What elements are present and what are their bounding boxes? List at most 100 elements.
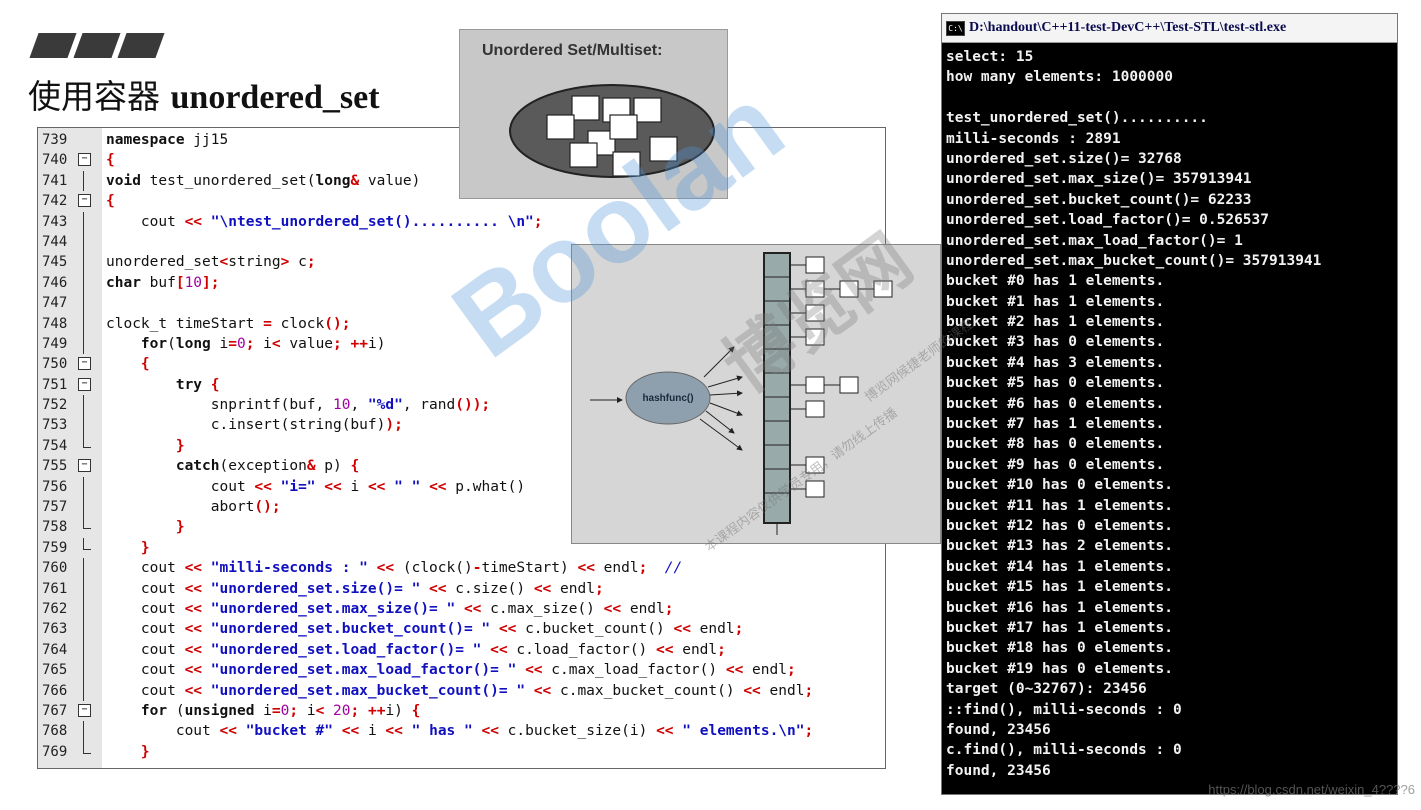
code-text: cout << "unordered_set.max_size()= " << …: [106, 600, 674, 617]
set-ellipse-graphic: [509, 84, 715, 178]
fold-end-marker: [83, 741, 91, 754]
code-line: 753 c.insert(string(buf));: [38, 415, 885, 436]
fold-guide: [83, 578, 84, 599]
hashtable-graphic: hashfunc(): [590, 252, 893, 535]
console-line: bucket #14 has 1 elements.: [946, 558, 1173, 575]
fold-guide: [83, 639, 84, 661]
fold-guide: [83, 619, 84, 640]
console-line: bucket #8 has 0 elements.: [946, 436, 1165, 453]
line-number: 758: [42, 519, 68, 536]
line-number: 756: [42, 478, 68, 495]
code-text: for(long i=0; i< value; ++i): [140, 335, 386, 352]
console-line: unordered_set.size()= 32768: [946, 150, 1182, 167]
line-number: 766: [42, 682, 68, 699]
console-titlebar[interactable]: C:\ D:\handout\C++11-test-DevC++\Test-ST…: [942, 14, 1397, 43]
diagram-title: Unordered Set/Multiset:: [482, 42, 663, 59]
code-text: }: [175, 437, 185, 454]
console-line: bucket #9 has 0 elements.: [946, 456, 1165, 473]
console-line: test_unordered_set()..........: [946, 110, 1208, 127]
line-number: 761: [42, 580, 68, 597]
code-line: 764 cout << "unordered_set.load_factor()…: [38, 639, 885, 661]
fold-end-marker: [83, 537, 91, 550]
slide-title: 使用容器 unordered_set: [28, 77, 380, 116]
code-line: 756 cout << "i=" << i << " " << p.what(): [38, 476, 885, 498]
console-line: select: 15: [946, 49, 1034, 65]
fold-guide: [83, 170, 84, 192]
fold-toggle-icon[interactable]: −: [78, 153, 91, 167]
console-line: bucket #4 has 3 elements.: [946, 354, 1165, 371]
fold-toggle-icon[interactable]: −: [78, 194, 91, 208]
code-line: 758 }: [38, 517, 885, 537]
console-line: unordered_set.bucket_count()= 62233: [946, 191, 1252, 208]
console-line: bucket #6 has 0 elements.: [946, 395, 1165, 412]
line-number: 741: [42, 172, 68, 189]
line-number: 746: [42, 274, 68, 291]
code-line: 751− try {: [38, 375, 885, 395]
title-decoration: [28, 33, 165, 58]
console-line: milli-seconds : 2891: [946, 130, 1121, 147]
code-text: cout << "unordered_set.max_load_factor()…: [106, 662, 796, 679]
code-line: 752 snprintf(buf, 10, "%d", rand());: [38, 395, 885, 416]
console-line: bucket #7 has 1 elements.: [946, 416, 1165, 433]
fold-guide: [83, 680, 84, 701]
code-text: cout << "unordered_set.size()= " << c.si…: [106, 580, 604, 597]
code-text: {: [106, 193, 115, 210]
fold-guide: [83, 395, 84, 416]
console-line: bucket #11 has 1 elements.: [946, 497, 1173, 514]
code-line: 740−{: [38, 150, 885, 170]
fold-guide: [83, 415, 84, 436]
console-line: unordered_set.load_factor()= 0.526537: [946, 212, 1270, 229]
code-text: cout << "unordered_set.max_bucket_count(…: [106, 682, 814, 699]
console-line: how many elements: 1000000: [946, 69, 1173, 86]
code-line: 757 abort();: [38, 497, 885, 518]
fold-guide: [83, 272, 84, 294]
code-line: 769 }: [38, 741, 885, 762]
fold-guide: [83, 252, 84, 273]
code-text: for (unsigned i=0; i< 20; ++i) {: [140, 702, 421, 719]
code-line: 747: [38, 293, 885, 314]
code-line: 743 cout << "\ntest_unordered_set().....…: [38, 211, 885, 232]
code-text: }: [175, 519, 185, 536]
fold-guide: [83, 598, 84, 620]
code-line: 761 cout << "unordered_set.size()= " << …: [38, 578, 885, 599]
console-line: unordered_set.max_size()= 357913941: [946, 171, 1252, 188]
code-line: 766 cout << "unordered_set.max_bucket_co…: [38, 680, 885, 701]
fold-guide: [83, 721, 84, 742]
fold-toggle-icon[interactable]: −: [78, 459, 91, 473]
fold-guide: [83, 497, 84, 518]
code-text: namespace jj15: [106, 132, 229, 148]
fold-guide: [83, 313, 84, 334]
hashfunc-label: hashfunc(): [642, 393, 693, 404]
console-line: [946, 88, 1396, 108]
line-number: 744: [42, 233, 68, 250]
line-number: 755: [42, 458, 68, 475]
console-app-icon: C:\: [946, 21, 965, 36]
line-number: 759: [42, 539, 68, 556]
fold-end-marker: [83, 435, 91, 448]
code-text: }: [140, 743, 150, 760]
line-number: 743: [42, 213, 68, 230]
fold-guide: [83, 476, 84, 498]
code-text: catch(exception& p) {: [175, 458, 360, 475]
console-line: bucket #5 has 0 elements.: [946, 375, 1165, 392]
console-title: D:\handout\C++11-test-DevC++\Test-STL\te…: [969, 20, 1287, 35]
console-line: bucket #12 has 0 elements.: [946, 517, 1173, 534]
code-text: cout << "unordered_set.bucket_count()= "…: [106, 621, 744, 638]
console-line: bucket #16 has 1 elements.: [946, 599, 1173, 616]
fold-guide: [83, 293, 84, 314]
code-text: cout << "\ntest_unordered_set().........…: [106, 213, 543, 230]
console-line: bucket #15 has 1 elements.: [946, 579, 1173, 596]
fold-toggle-icon[interactable]: −: [78, 377, 91, 391]
line-number: 752: [42, 397, 68, 414]
line-number: 762: [42, 600, 68, 617]
fold-end-marker: [83, 517, 91, 530]
fold-toggle-icon[interactable]: −: [78, 357, 91, 371]
fold-toggle-icon[interactable]: −: [78, 703, 91, 717]
code-text: unordered_set<string> c;: [106, 254, 316, 271]
console-line: bucket #10 has 0 elements.: [946, 477, 1173, 494]
